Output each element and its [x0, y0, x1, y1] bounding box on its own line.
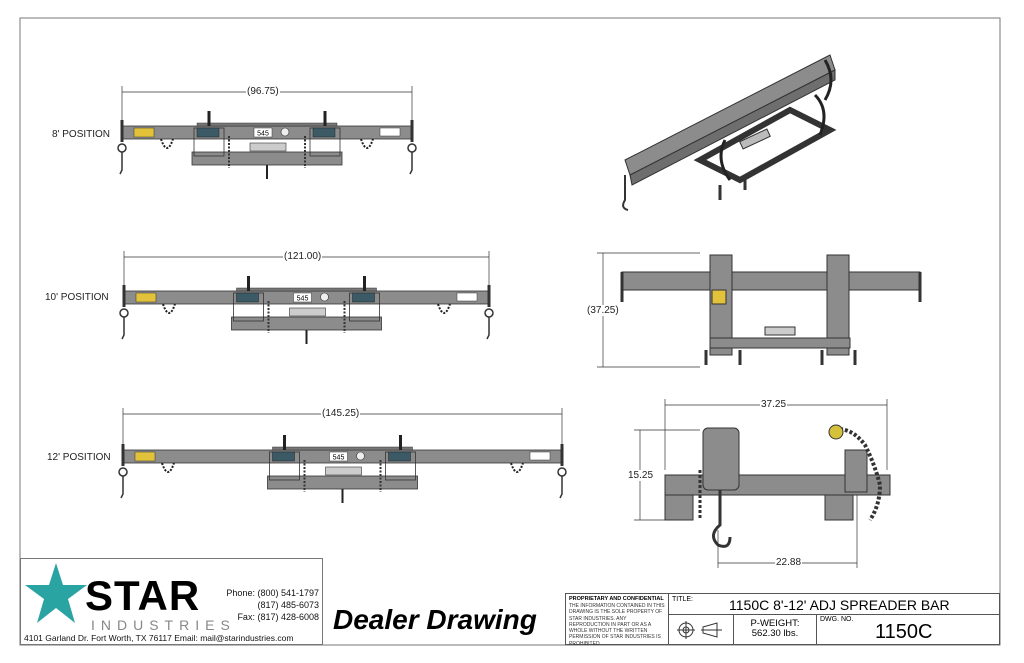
weight-label: P-WEIGHT: [750, 618, 800, 629]
beam-10ft: 545 [119, 276, 494, 344]
fax: Fax: (817) 428-6008 [237, 612, 319, 622]
dim-end-height: 15.25 [627, 470, 655, 481]
beam-8ft: 545 [117, 111, 417, 179]
proprietary-heading: PROPRIETARY AND CONFIDENTIAL [569, 596, 664, 602]
drawing-number-cell: DWG. NO. 1150C [817, 615, 1000, 644]
weight-cell: P-WEIGHT: 562.30 lbs. [734, 615, 817, 644]
dim-8ft-length: (96.75) [246, 86, 280, 97]
end-view [664, 424, 891, 548]
third-angle-projection-icon [677, 621, 722, 639]
title-label: TITLE: [672, 596, 694, 603]
dealer-drawing-label: Dealer Drawing [333, 604, 537, 635]
position-label-12ft: 12' POSITION [47, 452, 111, 463]
beam-number-label: 545 [297, 296, 309, 303]
dwg-label: DWG. NO. [820, 616, 854, 623]
isometric-view [622, 54, 837, 211]
drawing-title: 1150C 8'-12' ADJ SPREADER BAR [729, 597, 950, 613]
title-cell: TITLE: 1150C 8'-12' ADJ SPREADER BAR [669, 594, 1000, 615]
beam-number-label: 545 [257, 131, 269, 138]
title-block: PROPRIETARY AND CONFIDENTIAL THE INFORMA… [565, 593, 1000, 647]
beam-number-label: 545 [333, 455, 345, 462]
star-logo-icon [25, 563, 87, 623]
proprietary-notice: PROPRIETARY AND CONFIDENTIAL THE INFORMA… [566, 594, 669, 647]
company-address: 4101 Garland Dr. Fort Worth, TX 76117 Em… [24, 633, 294, 643]
dim-10ft-length: (121.00) [283, 251, 323, 262]
drawing-number: 1150C [875, 621, 933, 643]
company-name: STAR [85, 572, 201, 619]
position-label-10ft: 10' POSITION [45, 292, 109, 303]
sheet-border [19, 17, 1001, 646]
dim-end-width: 37.25 [760, 399, 788, 410]
phone-2: (817) 485-6073 [257, 600, 319, 610]
position-label-8ft: 8' POSITION [52, 129, 111, 140]
contact-info: Phone: (800) 541-1797 (817) 485-6073 Fax… [226, 587, 319, 623]
side-view [620, 254, 922, 365]
projection-symbol-cell [669, 615, 734, 644]
phone: Phone: (800) 541-1797 [226, 588, 319, 598]
dim-end-offset: 22.88 [775, 557, 803, 568]
dim-side-height: (37.25) [586, 305, 620, 316]
proprietary-text: THE INFORMATION CONTAINED IN THIS DRAWIN… [569, 603, 665, 647]
beam-12ft: 545 [118, 435, 567, 503]
company-logo-block: STAR INDUSTRIES Phone: (800) 541-1797 (8… [20, 558, 323, 645]
weight-value: 562.30 lbs. [751, 628, 799, 639]
dim-12ft-length: (145.25) [321, 408, 361, 419]
company-subtitle: INDUSTRIES [91, 617, 236, 633]
